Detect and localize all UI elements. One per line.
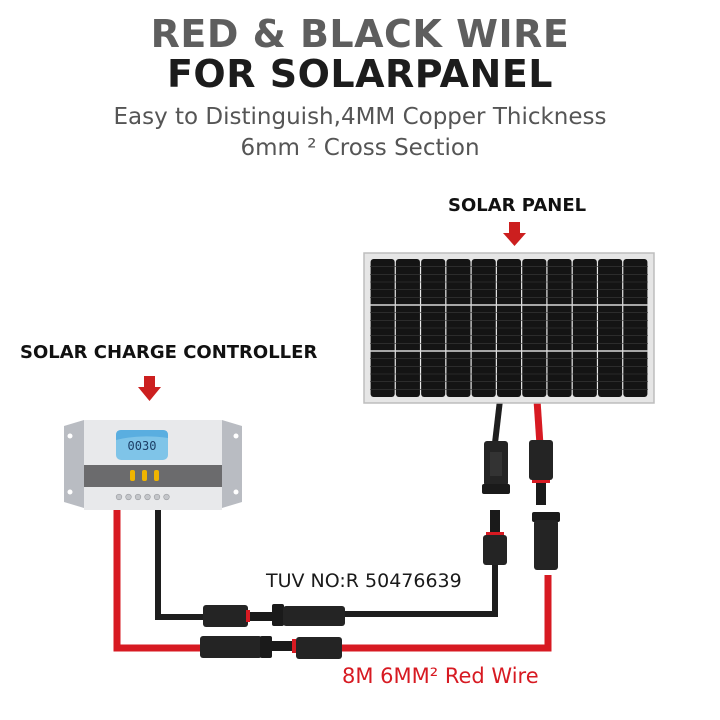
controller-button xyxy=(163,493,170,501)
subtitle-line-1: Easy to Distinguish,4MM Copper Thickness xyxy=(113,104,607,130)
title-line-1: RED & BLACK WIRE xyxy=(150,12,570,56)
mc4-connector-black-female xyxy=(482,441,510,494)
status-led xyxy=(130,470,135,481)
mc4-connector-red-female xyxy=(532,512,560,570)
arrow-down-icon xyxy=(503,222,526,246)
black-wire xyxy=(155,399,503,620)
tuv-certification-label: TUV NO:R 50476639 xyxy=(266,570,462,592)
solar-panel-label: SOLAR PANEL xyxy=(448,195,587,216)
solar-panel xyxy=(363,252,655,404)
mc4-connector-black-right xyxy=(272,604,345,626)
status-led xyxy=(154,470,159,481)
charge-controller: 0030 xyxy=(64,420,242,518)
red-wire xyxy=(113,399,552,652)
controller-button xyxy=(115,493,123,501)
mc4-connector-black-male xyxy=(483,510,507,565)
charge-controller-label: SOLAR CHARGE CONTROLLER xyxy=(20,342,318,363)
display-reading: 0030 xyxy=(128,439,157,453)
title-line-2: FOR SOLARPANEL xyxy=(166,52,554,96)
controller-button xyxy=(153,493,161,501)
controller-button xyxy=(144,493,151,501)
controller-button xyxy=(134,493,142,501)
mc4-connector-black-left xyxy=(203,605,274,627)
mc4-connector-red-male xyxy=(529,440,553,505)
subtitle-line-2: 6mm ² Cross Section xyxy=(240,135,480,161)
controller-button xyxy=(125,493,132,501)
mc4-connector-red-right xyxy=(270,637,342,659)
status-led xyxy=(142,470,147,481)
mc4-connector-red-left xyxy=(200,636,272,658)
red-wire-label: 8M 6MM² Red Wire xyxy=(342,664,539,688)
arrow-down-icon xyxy=(138,376,161,401)
